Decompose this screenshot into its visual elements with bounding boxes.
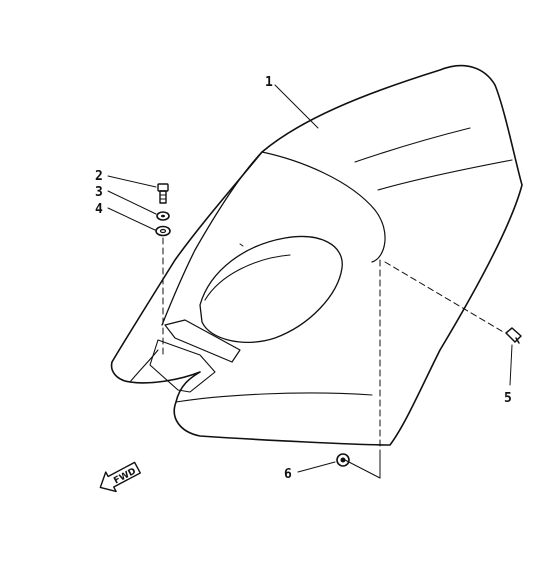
nut-icon — [336, 453, 350, 467]
callout-2: 2 — [95, 169, 103, 184]
spring-washer-icon — [156, 211, 170, 221]
plain-washer-icon — [155, 225, 171, 237]
fwd-label: FWD — [112, 467, 137, 487]
fwd-arrow-icon: FWD — [99, 461, 141, 493]
callout-6: 6 — [284, 467, 292, 482]
callout-3: 3 — [95, 185, 103, 200]
callout-1: 1 — [265, 75, 273, 90]
callout-4: 4 — [95, 202, 103, 217]
bolt-icon — [157, 183, 169, 204]
leader-lines — [107, 84, 513, 473]
screw-icon — [505, 327, 522, 344]
assembly-lines — [162, 237, 506, 479]
seat-cushion — [110, 64, 523, 446]
callout-5: 5 — [504, 391, 512, 406]
